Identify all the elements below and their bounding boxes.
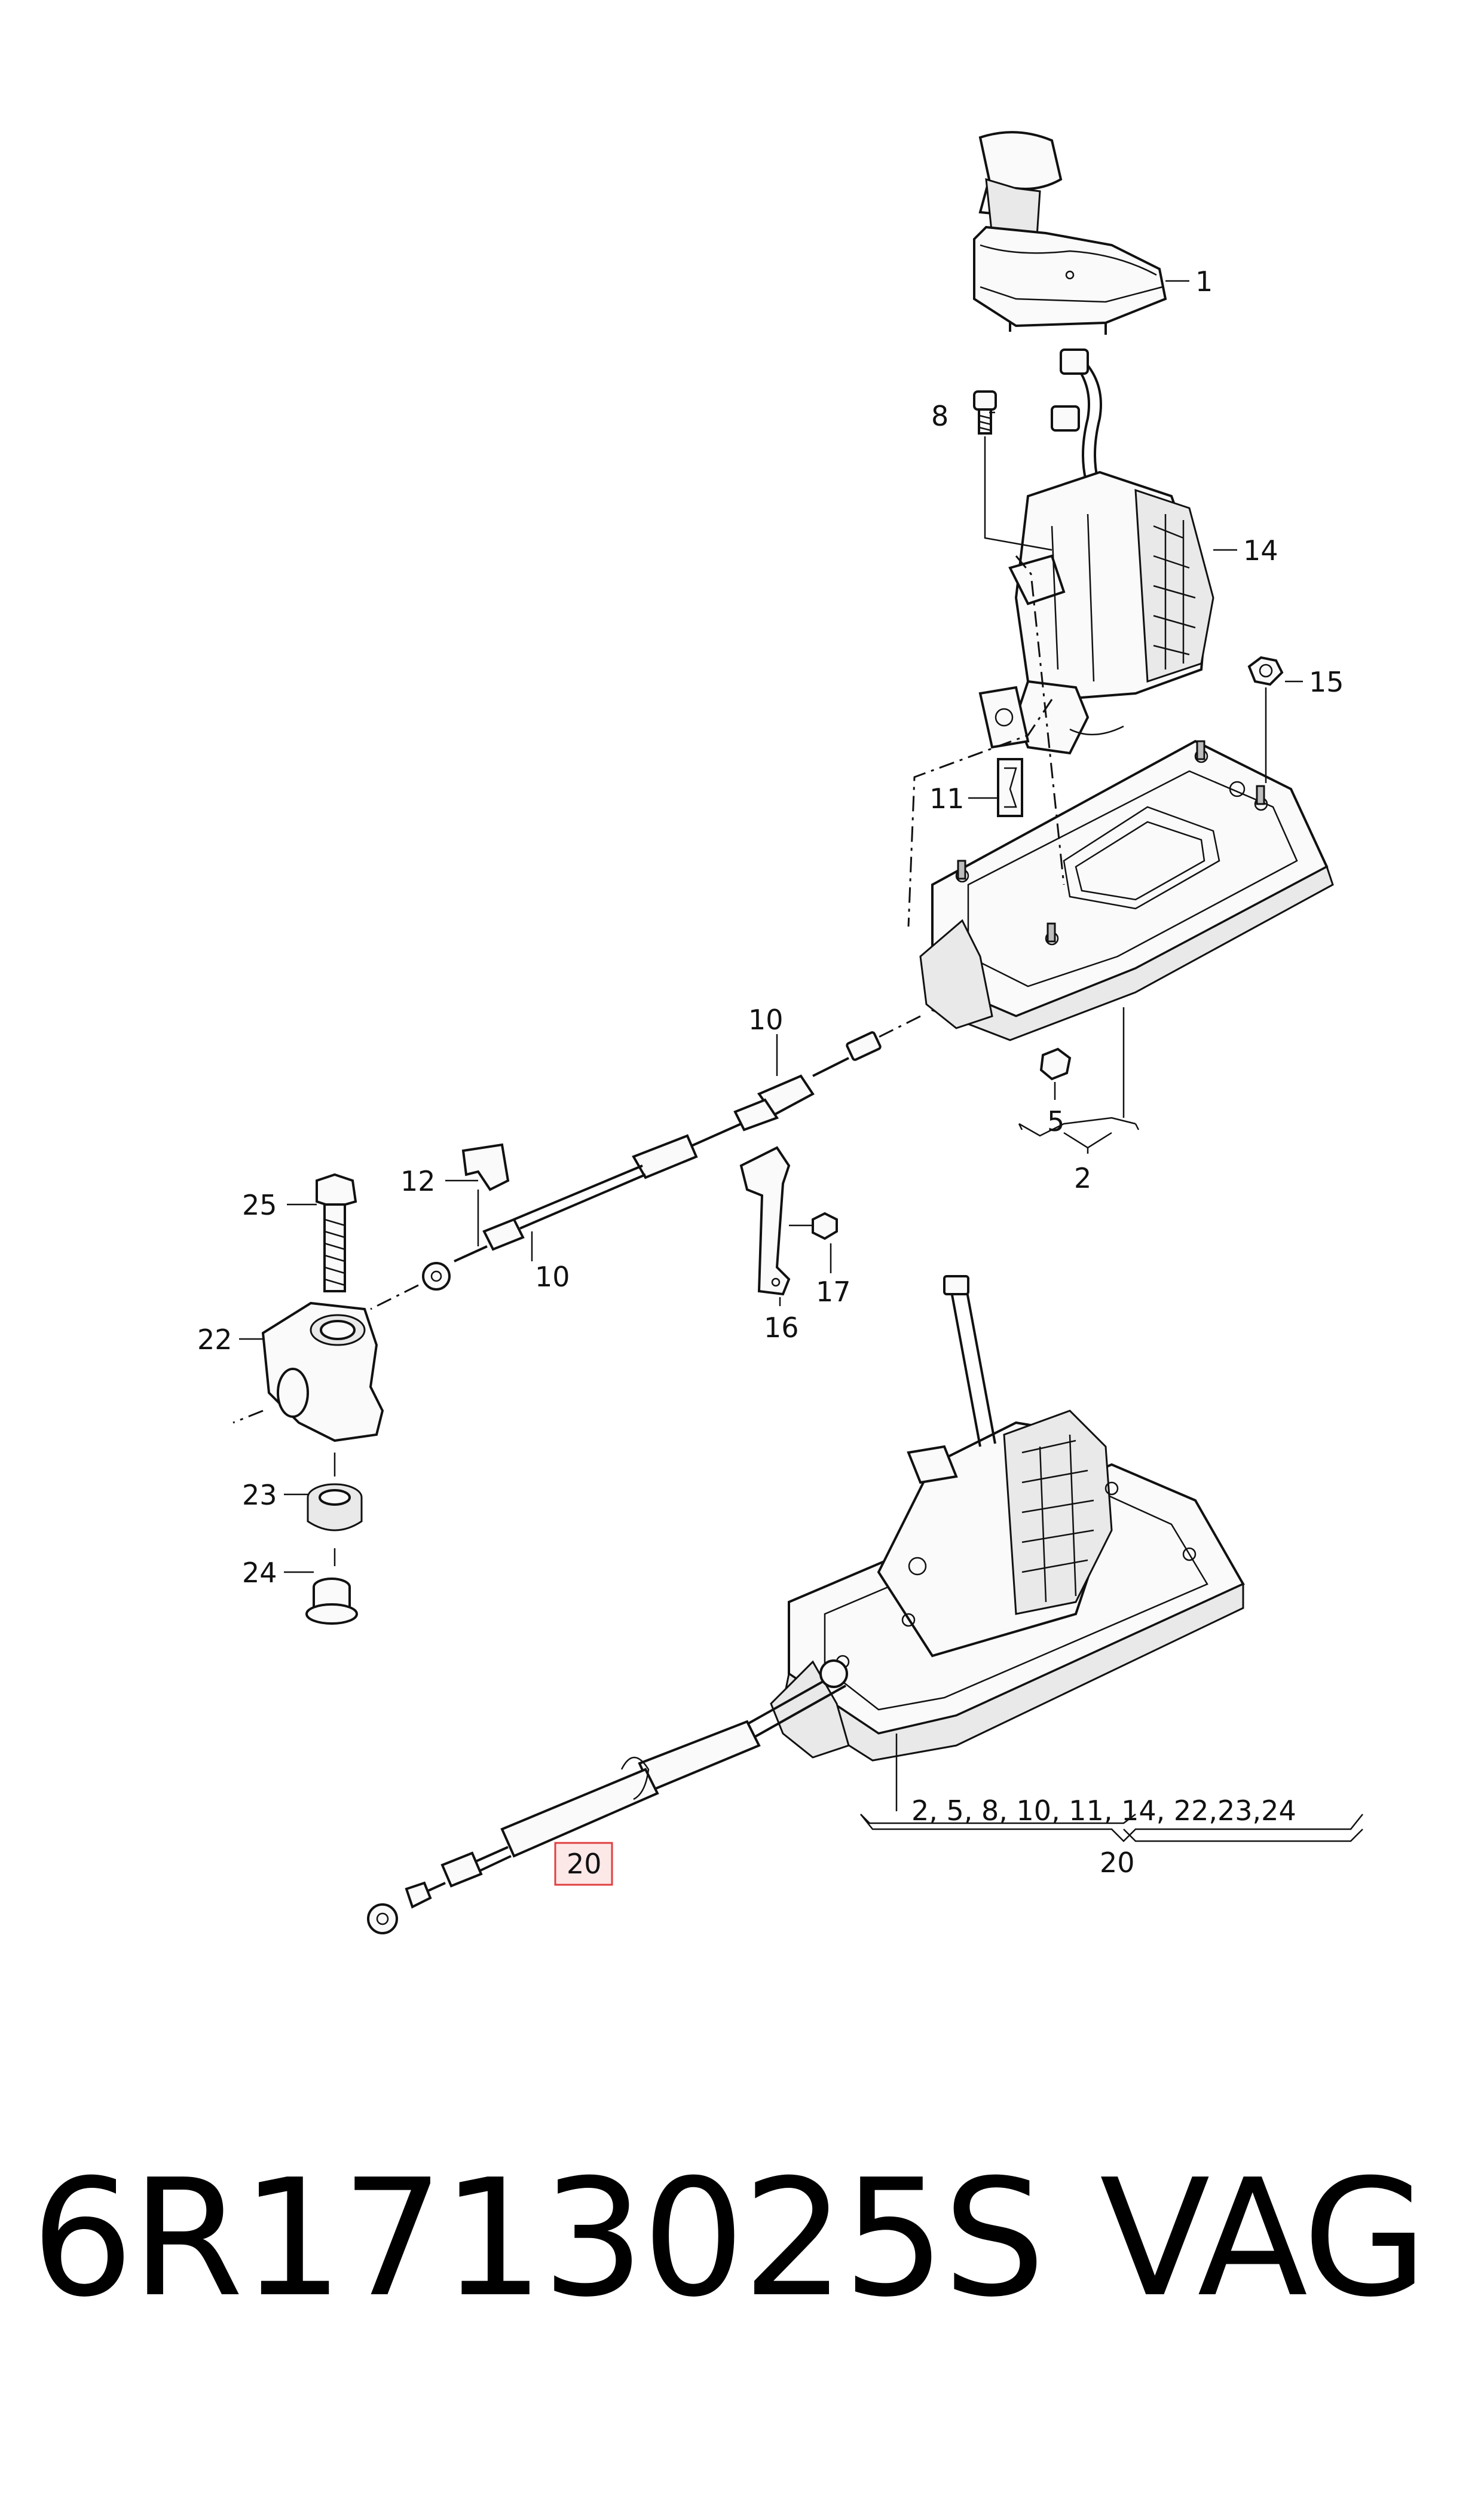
callout-22: 22 — [197, 1323, 232, 1356]
callout-15: 15 — [1309, 666, 1344, 698]
callout-5: 5 — [1047, 1105, 1064, 1138]
part-number: 6R1713025S — [31, 2144, 1045, 2332]
part-15-nut — [1247, 656, 1284, 686]
part-12-clip — [461, 1143, 510, 1191]
callout-20-highlight-box — [554, 1842, 613, 1886]
callout-2: 2 — [1074, 1162, 1091, 1194]
part-11-clip — [997, 758, 1023, 817]
part-5-nut — [1039, 1047, 1072, 1081]
callout-labels: 1 8 14 15 11 10 5 2 12 25 10 17 16 22 23… — [197, 265, 1344, 1886]
callout-14: 14 — [1243, 534, 1278, 567]
callout-10-mid: 10 — [535, 1261, 570, 1293]
brand-name: VAG — [1100, 2144, 1428, 2332]
leader-lines — [239, 280, 1363, 1842]
callout-17: 17 — [816, 1276, 851, 1308]
part-20-assembly — [367, 1275, 1245, 1934]
callout-1: 1 — [1195, 265, 1213, 298]
callout-20-group: 20 — [1100, 1847, 1135, 1879]
callout-16: 16 — [764, 1312, 799, 1344]
part-25-bolt — [316, 1173, 357, 1292]
part-2-base-housing — [919, 739, 1334, 1041]
part-24-sleeve — [305, 1578, 358, 1625]
callout-25: 25 — [242, 1189, 277, 1221]
callout-8: 8 — [931, 400, 948, 432]
group-component-list: 2, 5, 8, 10, 11, 14, 22,23,24 — [911, 1794, 1296, 1827]
part-10-cable — [370, 1015, 921, 1310]
part-17-nut — [812, 1212, 838, 1240]
callout-20-box: 20 — [567, 1848, 602, 1880]
callout-12: 12 — [400, 1165, 436, 1197]
part-14-selector-mechanism — [978, 348, 1214, 755]
callout-24: 24 — [242, 1557, 277, 1589]
callout-10-top: 10 — [748, 1004, 784, 1036]
part-8-bolt — [973, 390, 997, 435]
part-23-bush — [307, 1483, 363, 1531]
callout-23: 23 — [242, 1479, 277, 1511]
part-16-bracket — [739, 1146, 791, 1296]
callout-11: 11 — [929, 782, 965, 815]
part-22-bracket — [232, 1301, 384, 1442]
part-1-shift-knob — [973, 131, 1167, 335]
